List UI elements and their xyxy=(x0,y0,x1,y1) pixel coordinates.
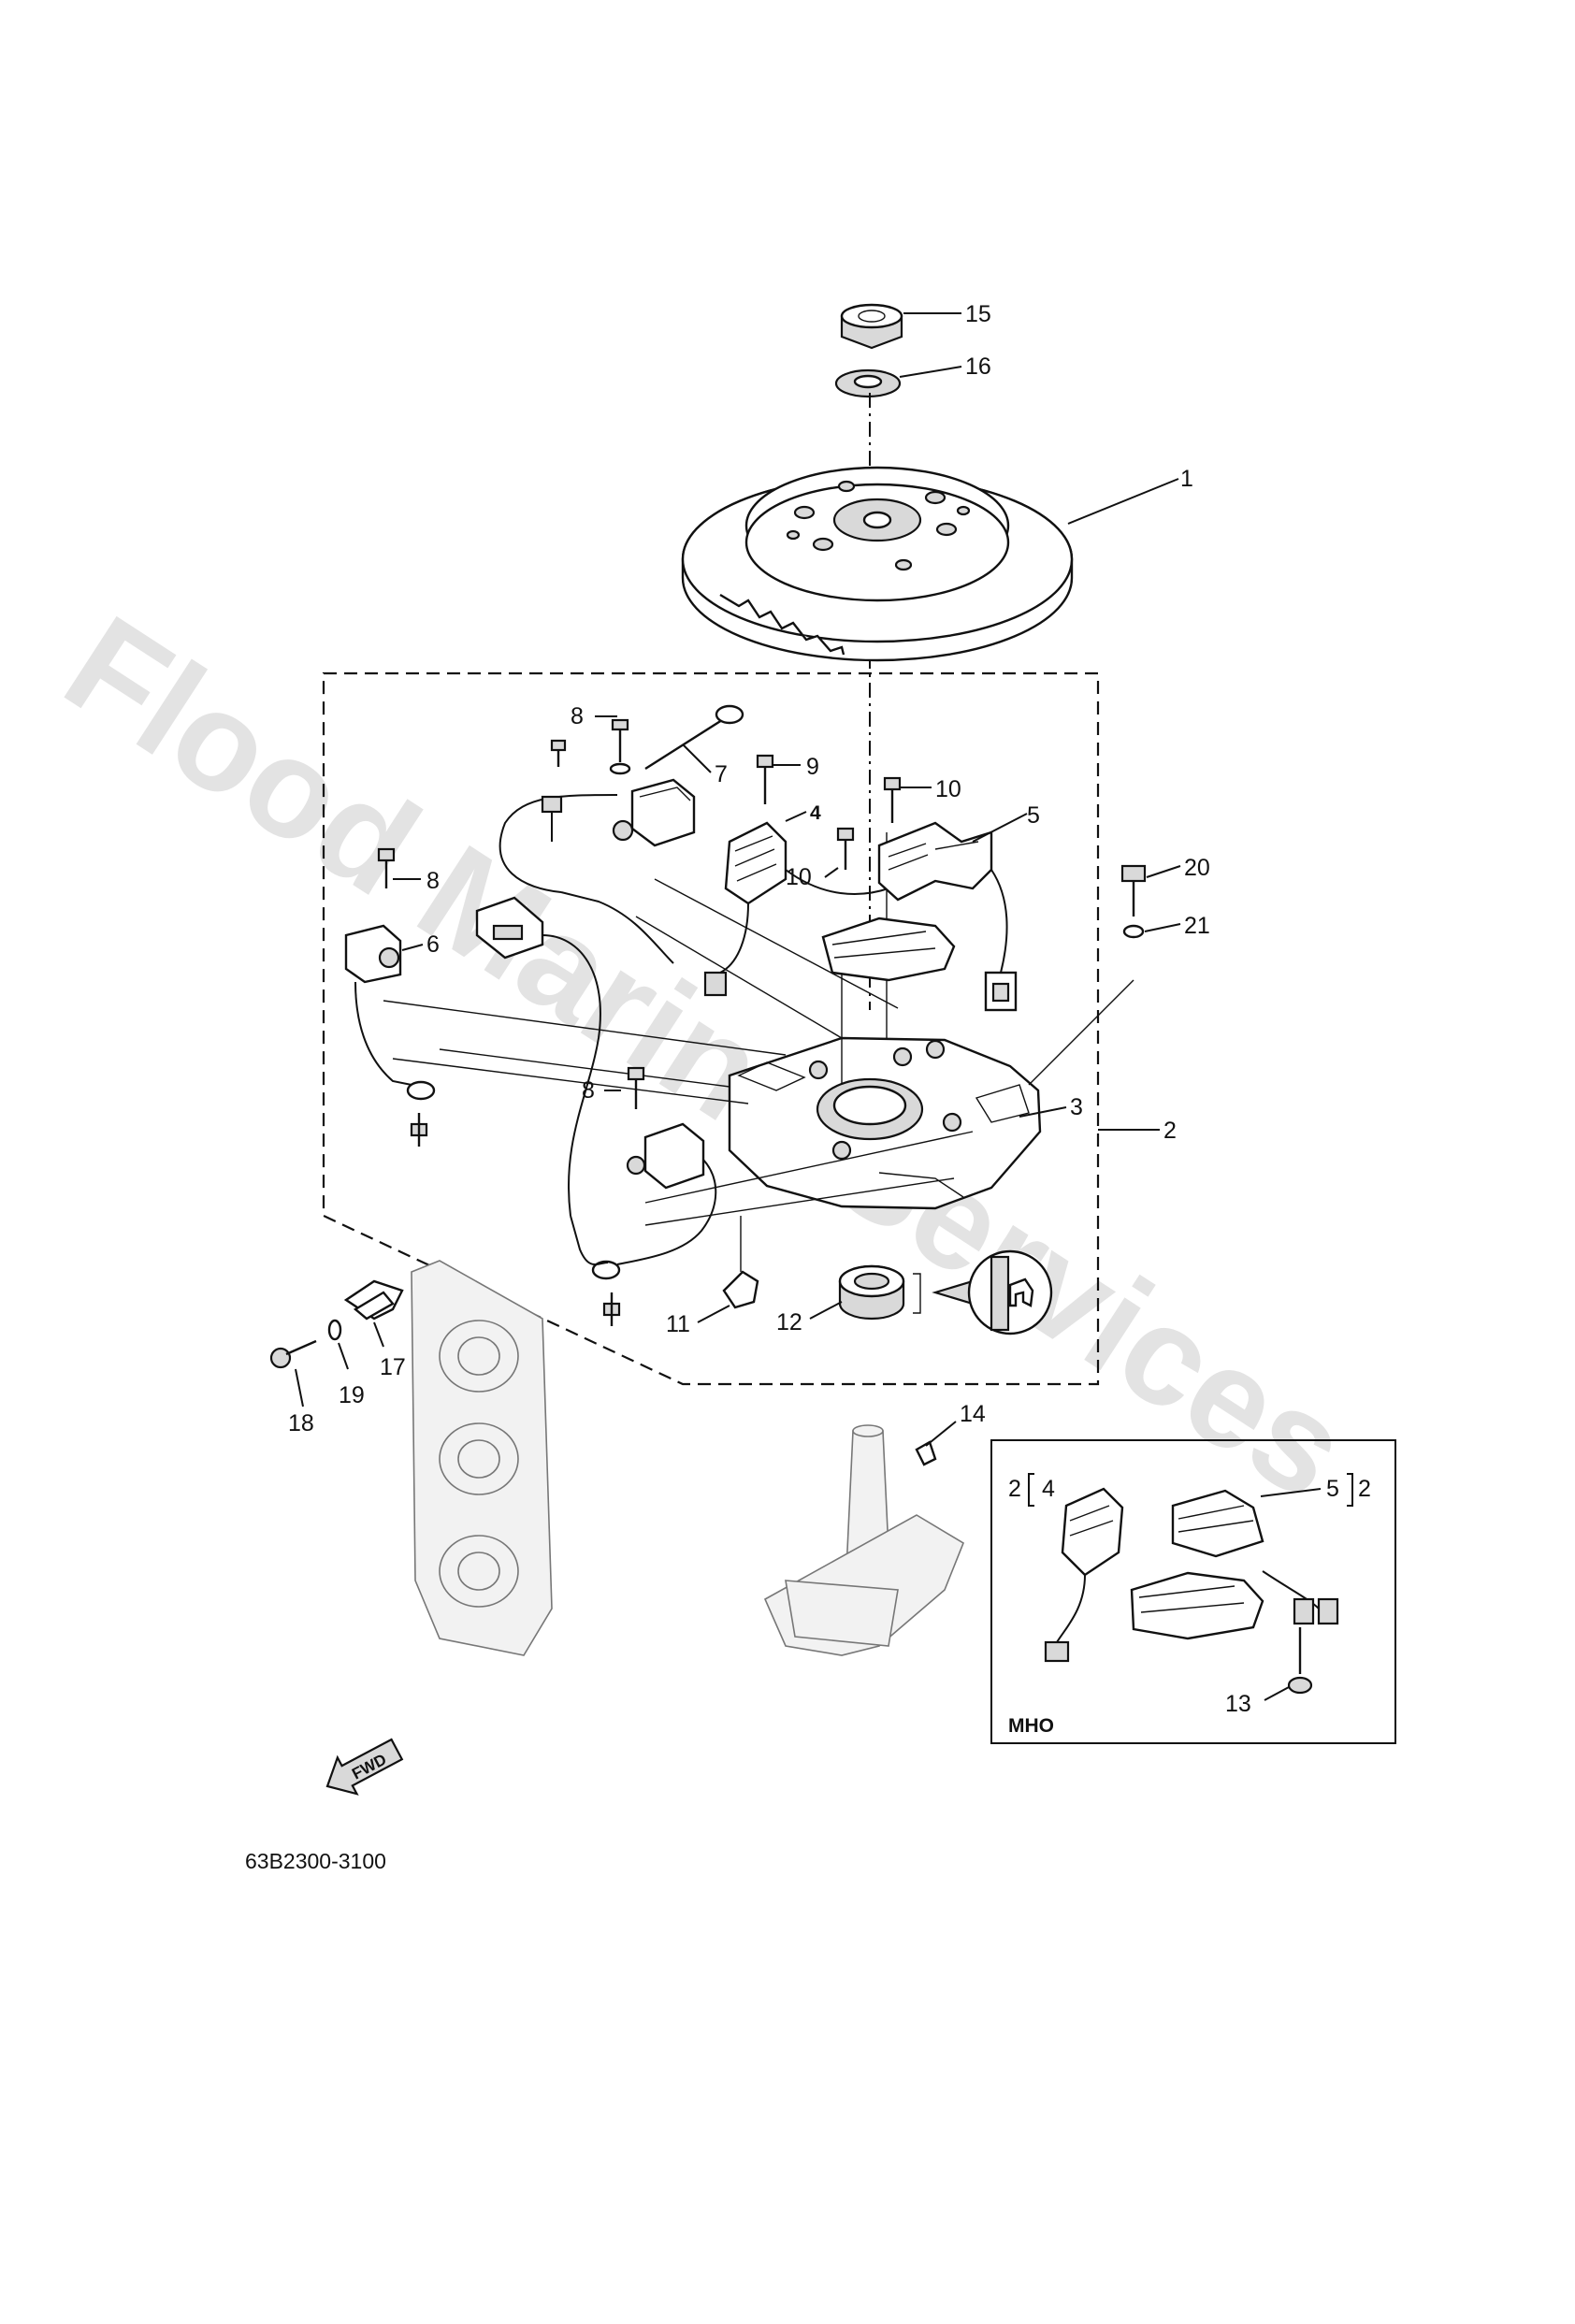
flywheel xyxy=(681,466,1074,662)
oil-seal-detail xyxy=(967,1249,1053,1335)
inset-callout-4: 4 xyxy=(1042,1476,1055,1502)
callout-12: 12 xyxy=(776,1309,802,1335)
engine-block-ghost xyxy=(411,1260,553,1656)
callout-9: 9 xyxy=(806,754,819,780)
flywheel-nut xyxy=(840,303,903,350)
callout-7: 7 xyxy=(715,761,728,787)
callout-8-left: 8 xyxy=(426,868,440,894)
stator-assembly-outline xyxy=(322,671,1100,1386)
callout-3: 3 xyxy=(1070,1094,1083,1120)
bracket xyxy=(343,1279,404,1321)
inset-callout-5: 5 xyxy=(1326,1476,1339,1502)
screw xyxy=(602,1292,621,1326)
mho-inset-box xyxy=(990,1439,1396,1744)
callout-20: 20 xyxy=(1184,855,1210,881)
callout-4: 4 xyxy=(810,802,821,824)
connector-plug xyxy=(475,896,544,960)
pulser-coil-lower xyxy=(626,1122,705,1190)
inset-screw xyxy=(1287,1627,1313,1695)
inset-callout-2-right: 2 xyxy=(1358,1476,1371,1502)
charge-coil xyxy=(344,924,402,984)
callout-15: 15 xyxy=(965,301,991,327)
inset-callout-2-left: 2 xyxy=(1008,1476,1021,1502)
screw xyxy=(627,1066,645,1109)
screw xyxy=(550,739,567,767)
screw xyxy=(756,754,774,804)
pulser-coil xyxy=(612,778,696,847)
screw xyxy=(377,847,396,888)
callout-19: 19 xyxy=(339,1382,365,1408)
ground-lead xyxy=(644,704,744,771)
crankshaft-ghost xyxy=(763,1424,964,1656)
screw xyxy=(883,776,902,823)
lighting-coil xyxy=(724,821,788,905)
callout-13: 13 xyxy=(1225,1691,1251,1717)
inset-source-coil xyxy=(1130,1489,1339,1640)
oil-seal xyxy=(838,1264,905,1321)
callout-6: 6 xyxy=(426,931,440,958)
callout-14: 14 xyxy=(960,1401,986,1427)
callout-17: 17 xyxy=(380,1354,406,1380)
screw xyxy=(836,827,855,870)
callout-18: 18 xyxy=(288,1410,314,1436)
callout-10-top: 10 xyxy=(935,776,961,802)
wire-clamp xyxy=(722,1216,759,1309)
inset-label: MHO xyxy=(1008,1715,1054,1737)
forward-arrow-icon: FWD xyxy=(325,1738,404,1796)
callout-8-lower: 8 xyxy=(582,1077,595,1104)
washer xyxy=(1122,924,1145,939)
source-coil xyxy=(821,821,993,982)
inset-lighting-coil xyxy=(1044,1487,1124,1663)
watermark: Flood Marine Services xyxy=(40,585,1375,1528)
stator-base-plate xyxy=(728,1036,1042,1210)
diagram-code: 63B2300-3100 xyxy=(245,1849,386,1873)
screw xyxy=(609,718,631,775)
bolt xyxy=(269,1339,317,1369)
callout-2: 2 xyxy=(1163,1118,1177,1144)
callout-1: 1 xyxy=(1180,466,1193,492)
callout-5: 5 xyxy=(1027,802,1040,829)
flywheel-washer xyxy=(834,368,902,398)
callout-8-top: 8 xyxy=(571,703,584,729)
callout-10-mid: 10 xyxy=(786,864,812,890)
callout-16: 16 xyxy=(965,354,991,380)
screw xyxy=(410,1113,428,1147)
callout-11: 11 xyxy=(666,1311,690,1337)
woodruff-key xyxy=(915,1440,937,1466)
bolt xyxy=(1120,864,1147,917)
washer xyxy=(327,1319,342,1341)
callout-21: 21 xyxy=(1184,913,1210,939)
